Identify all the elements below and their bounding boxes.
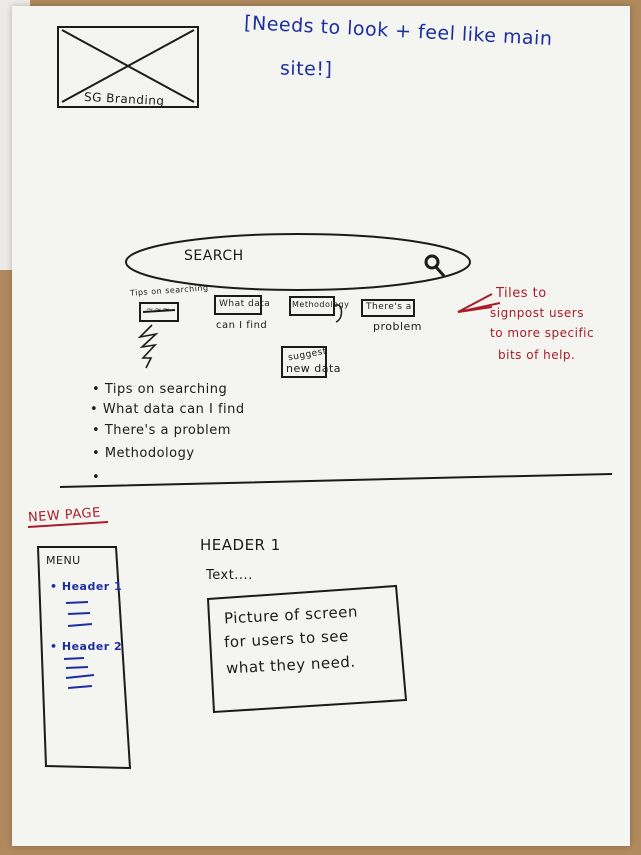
search-bar-outline bbox=[125, 233, 471, 291]
tile-methodology-label: Methodology bbox=[292, 300, 350, 309]
tile-tips-box bbox=[139, 302, 179, 322]
branding-box bbox=[57, 26, 199, 108]
design-note-line2: site!] bbox=[279, 57, 333, 81]
annotation-line1: Tiles to bbox=[496, 286, 547, 301]
menu-label: MENU bbox=[46, 554, 81, 567]
branding-x-line-2 bbox=[61, 29, 195, 103]
help-list-item: • What data can I find bbox=[90, 402, 245, 417]
search-magnifier-handle bbox=[434, 266, 446, 277]
help-list-item: • Tips on searching bbox=[92, 382, 228, 397]
page-header: HEADER 1 bbox=[200, 536, 281, 554]
tile-problem-label: There's a bbox=[366, 302, 412, 312]
tile-tips-label: ~~~ bbox=[146, 305, 171, 315]
text-placeholder: Text.... bbox=[206, 568, 253, 583]
menu-box bbox=[36, 546, 132, 770]
what-data-caption: can I find bbox=[216, 320, 268, 331]
scribble-mark bbox=[137, 324, 159, 369]
tile-suggest-label-2: new data bbox=[286, 362, 342, 375]
search-magnifier-circle bbox=[424, 254, 440, 270]
problem-caption: problem bbox=[373, 320, 423, 333]
annotation-line4: bits of help. bbox=[498, 348, 576, 362]
tile-what-data-label: What data bbox=[219, 299, 271, 309]
menu-item-header-1: • Header 1 bbox=[50, 580, 123, 593]
annotation-line2: signpost users bbox=[490, 306, 584, 320]
new-page-underline bbox=[27, 521, 109, 528]
annotation-line3: to more specific bbox=[490, 326, 595, 340]
help-list-item: • There's a problem bbox=[92, 423, 231, 438]
tile-problem-box bbox=[361, 299, 415, 317]
picture-box bbox=[206, 584, 408, 714]
search-bar-label: SEARCH bbox=[184, 248, 244, 264]
menu-item-header-2: • Header 2 bbox=[50, 640, 123, 653]
help-list-item: • bbox=[92, 470, 101, 485]
page-divider bbox=[59, 473, 613, 488]
tile-what-data-box bbox=[214, 295, 262, 315]
help-list-item: • Methodology bbox=[92, 446, 195, 461]
red-arrow-shaft bbox=[457, 302, 501, 313]
tile-suggest-box bbox=[281, 346, 327, 378]
